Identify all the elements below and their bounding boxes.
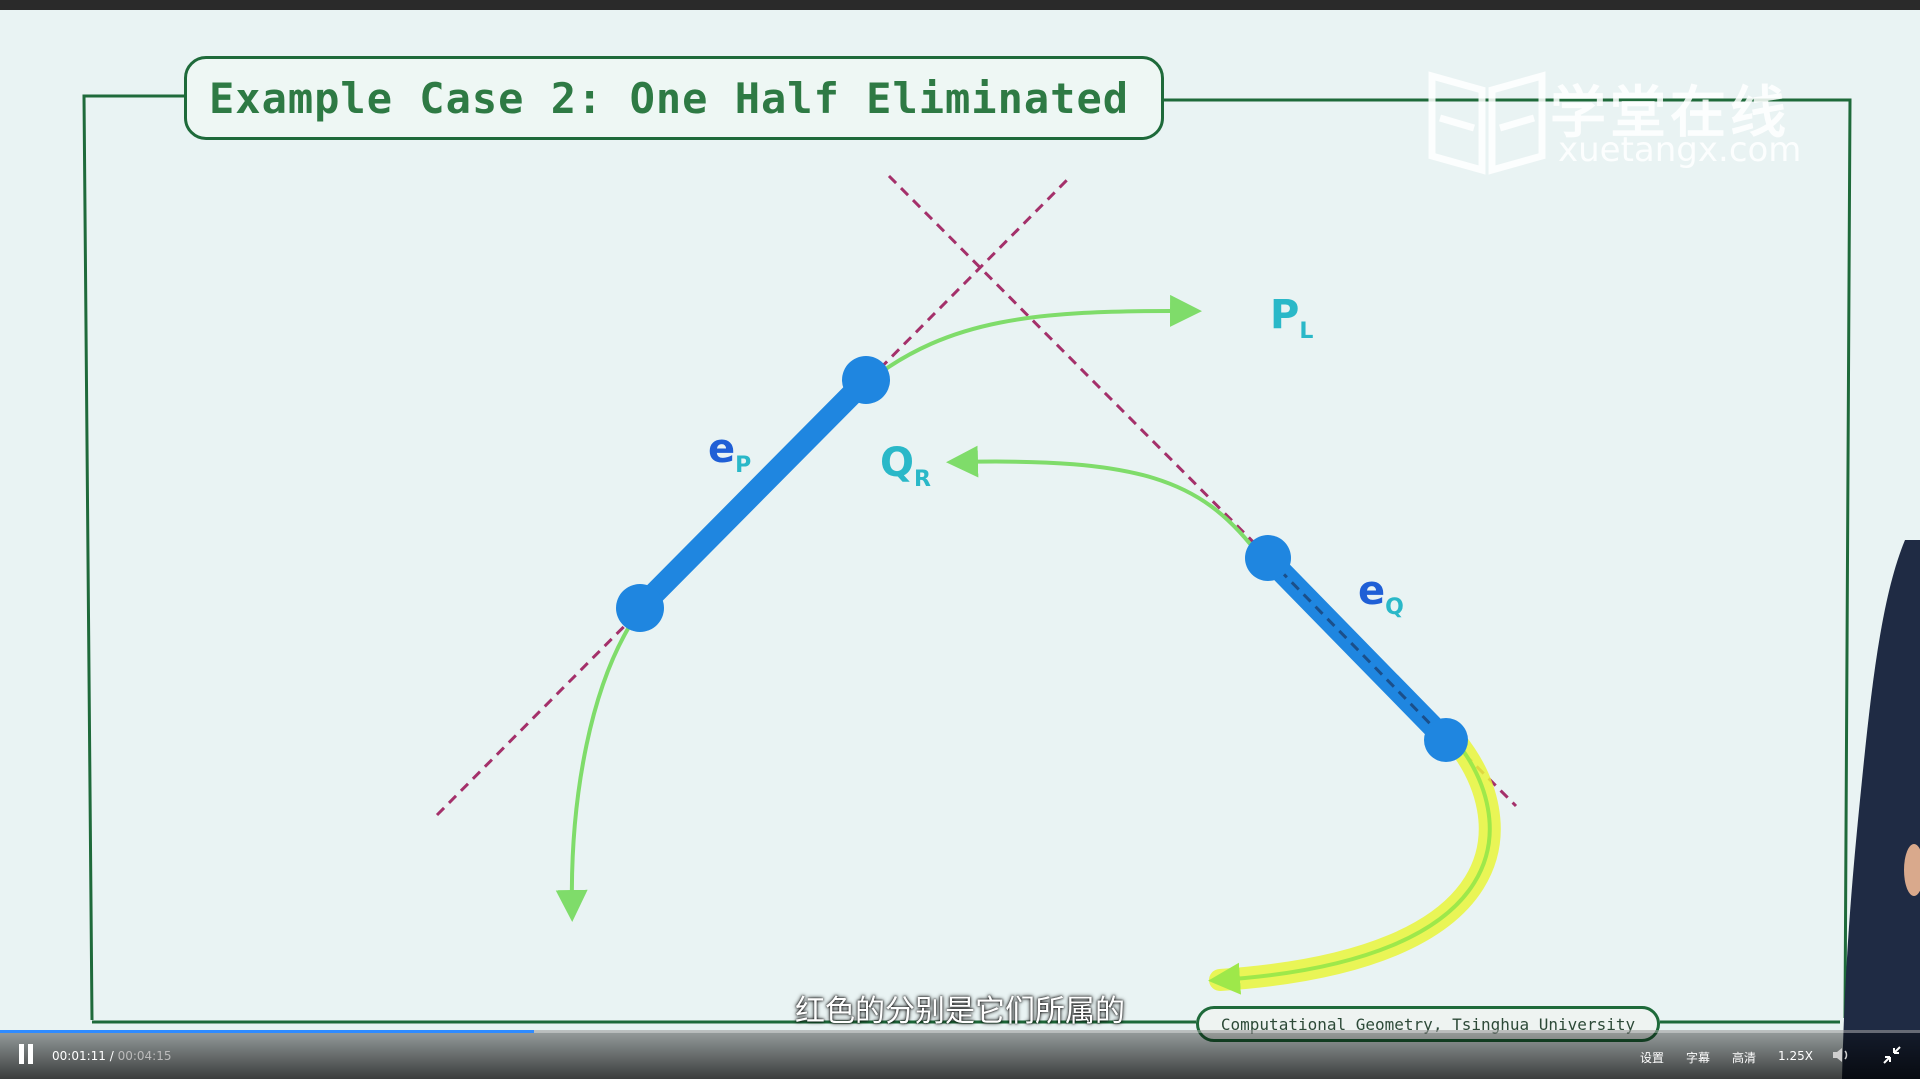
label-ep: eP	[708, 426, 751, 478]
arrow-eq-highlight	[1209, 729, 1501, 991]
top-strip	[0, 0, 1920, 10]
player-controls: 00:01:11 / 00:04:15 设置 字幕 高清 1.25X	[0, 1030, 1920, 1079]
arrow-ep-down	[555, 608, 642, 922]
subtitle-caption: 红色的分别是它们所属的	[795, 994, 1125, 1029]
arrow-qr	[946, 445, 1257, 552]
edge-ep-endpoint-high	[842, 356, 890, 404]
support-line-eq-overlay	[1266, 556, 1448, 742]
label-pl-main: P	[1270, 292, 1300, 338]
edge-ep-endpoint-low	[616, 584, 664, 632]
edge-ep	[629, 369, 877, 619]
slide-title: Example Case 2: One Half Eliminated	[184, 56, 1164, 140]
label-eq-sub: Q	[1385, 595, 1404, 620]
label-qr-sub: R	[914, 467, 931, 492]
edge-eq-endpoint-low	[1424, 718, 1468, 762]
pause-icon[interactable]	[16, 1044, 36, 1066]
quality-button[interactable]: 高清	[1732, 1051, 1757, 1065]
label-pl-sub: L	[1299, 319, 1314, 344]
time-separator: /	[105, 1049, 118, 1063]
presenter-hand	[1904, 844, 1920, 896]
presenter	[1842, 540, 1920, 1079]
label-ep-main: e	[708, 426, 736, 472]
label-qr: QR	[880, 440, 931, 492]
label-eq: eQ	[1358, 568, 1404, 620]
exit-fullscreen-icon[interactable]	[1882, 1045, 1902, 1065]
watermark-logo-icon	[1428, 71, 1546, 175]
settings-button[interactable]: 设置	[1640, 1051, 1665, 1065]
progress-fill	[0, 1030, 534, 1033]
current-time: 00:01:11	[52, 1049, 106, 1063]
watermark: 学堂在线 xuetangx.com	[1420, 64, 1820, 184]
label-qr-main: Q	[880, 440, 915, 486]
captions-button[interactable]: 字幕	[1686, 1051, 1711, 1065]
watermark-url: xuetangx.com	[1558, 130, 1802, 170]
volume-icon[interactable]	[1832, 1047, 1850, 1063]
speed-button[interactable]: 1.25X	[1778, 1049, 1813, 1063]
label-ep-sub: P	[735, 453, 752, 478]
total-time: 00:04:15	[117, 1049, 172, 1063]
time-display: 00:01:11 / 00:04:15	[52, 1049, 171, 1063]
label-eq-main: e	[1358, 568, 1386, 614]
edge-eq-endpoint-high	[1245, 535, 1291, 581]
progress-bar[interactable]	[0, 1030, 1920, 1033]
arrow-pl	[868, 294, 1202, 382]
watermark-chinese: 学堂在线	[1550, 81, 1790, 146]
label-pl: PL	[1270, 292, 1313, 344]
arrow-eq-down	[1208, 738, 1492, 995]
slide-frame	[82, 94, 1852, 1021]
